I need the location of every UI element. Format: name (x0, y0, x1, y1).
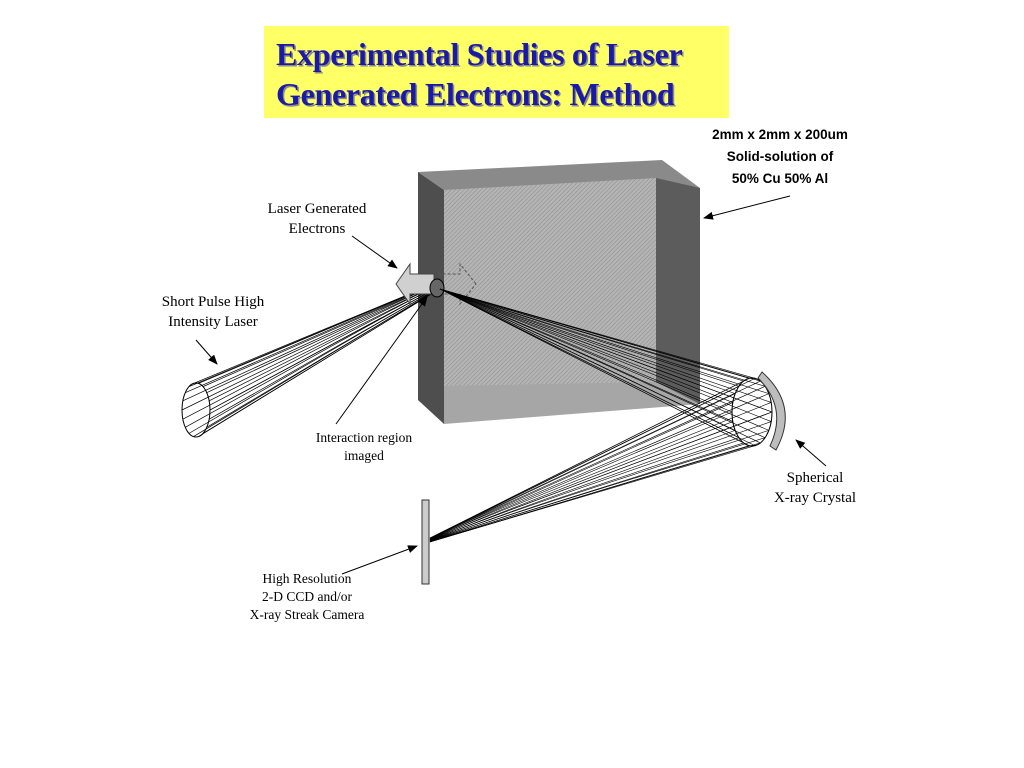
title-line-1: Experimental Studies of Laser (276, 36, 683, 72)
xray-ray (439, 288, 736, 431)
target-right-face (656, 178, 700, 404)
target-label-line: 2mm x 2mm x 200um (712, 127, 848, 142)
laser-ray (182, 286, 432, 402)
target-label-line: 50% Cu 50% Al (731, 171, 829, 186)
xray-ray (429, 411, 773, 541)
spherical-crystal (757, 371, 786, 451)
laser-pointer-arrow (195, 339, 218, 365)
target-block (418, 160, 700, 424)
laser-beam-aperture (181, 382, 211, 438)
interaction-label-line: imaged (344, 448, 384, 463)
electrons-label-line: Laser Generated (267, 201, 367, 217)
crystal-beam-footprint (731, 377, 773, 447)
target-label-line: Solid-solution of (726, 149, 834, 164)
laser-ray (182, 289, 432, 420)
target-pointer-arrow (703, 195, 791, 220)
xray-ray (429, 445, 750, 543)
laser-ray (208, 286, 437, 402)
target-hatched-region (444, 178, 656, 386)
xray-ray (439, 288, 733, 413)
electrons-pointer-arrow (351, 235, 398, 269)
xray-ray (429, 393, 736, 540)
detector-pointer-arrow (341, 545, 418, 575)
title-line-2: Generated Electrons: Method (276, 76, 675, 112)
laser-beam (181, 283, 438, 437)
laser-ray (198, 283, 435, 384)
xray-ray (429, 437, 739, 542)
xray-ray (429, 402, 772, 540)
laser-ray (193, 291, 434, 437)
crystal-pointer-arrow (795, 439, 827, 467)
target-left-face (418, 172, 444, 424)
detector-plate (421, 499, 430, 585)
laser-ray (185, 285, 432, 393)
xray-ray (429, 421, 733, 541)
title-box: Experimental Studies of Laser Generated … (264, 26, 729, 118)
electrons-label-line: Electrons (288, 221, 346, 237)
xray-ray (429, 386, 766, 539)
detector-label: High Resolution 2-D CCD and/or X-ray Str… (226, 570, 388, 624)
xray-rays-to-crystal (439, 288, 773, 446)
xray-ray (439, 288, 739, 387)
crystal-label: Spherical X-ray Crystal (754, 468, 876, 508)
interaction-label: Interaction region imaged (294, 429, 434, 465)
xray-ray (429, 430, 736, 542)
xray-ray (429, 380, 761, 539)
detector-label-line: High Resolution (262, 571, 352, 586)
xray-ray (429, 442, 744, 543)
xray-ray (439, 288, 733, 403)
laser-label-line: Short Pulse High (161, 294, 265, 310)
laser-ray (188, 291, 433, 434)
laser-ray (181, 287, 432, 411)
xray-ray (439, 288, 773, 413)
xray-ray (439, 288, 766, 387)
xray-ray (429, 378, 750, 539)
xray-ray (439, 288, 761, 382)
laser-ray (209, 287, 438, 411)
laser-ray (193, 283, 434, 384)
xray-ray (429, 411, 733, 541)
xray-rays-to-detector (429, 378, 773, 543)
detector-label-line: X-ray Streak Camera (249, 607, 365, 622)
target-label: 2mm x 2mm x 200um Solid-solution of 50% … (694, 124, 866, 190)
interaction-label-line: Interaction region (315, 430, 413, 445)
laser-ray (198, 291, 435, 437)
xray-ray (439, 288, 733, 422)
crystal-label-line: Spherical (786, 470, 844, 486)
laser-label: Short Pulse High Intensity Laser (138, 292, 288, 332)
xray-ray (429, 378, 755, 539)
xray-ray (439, 288, 744, 444)
laser-label-line: Intensity Laser (168, 314, 258, 330)
laser-ray (202, 284, 436, 387)
laser-ray (206, 285, 437, 393)
xray-ray (439, 288, 736, 394)
xray-ray (439, 288, 740, 438)
crystal-label-line: X-ray Crystal (773, 490, 857, 506)
interaction-pointer-arrow (335, 296, 428, 425)
xray-ray (439, 288, 772, 403)
electrons-label: Laser Generated Electrons (246, 199, 388, 239)
xray-ray (439, 288, 769, 431)
xray-ray (429, 393, 769, 540)
laser-ray (185, 290, 432, 428)
detector-label-line: 2-D CCD and/or (262, 589, 352, 604)
xray-ray (439, 288, 772, 422)
interaction-spot (429, 278, 445, 298)
xray-ray (439, 288, 769, 394)
xray-ray (429, 402, 733, 540)
